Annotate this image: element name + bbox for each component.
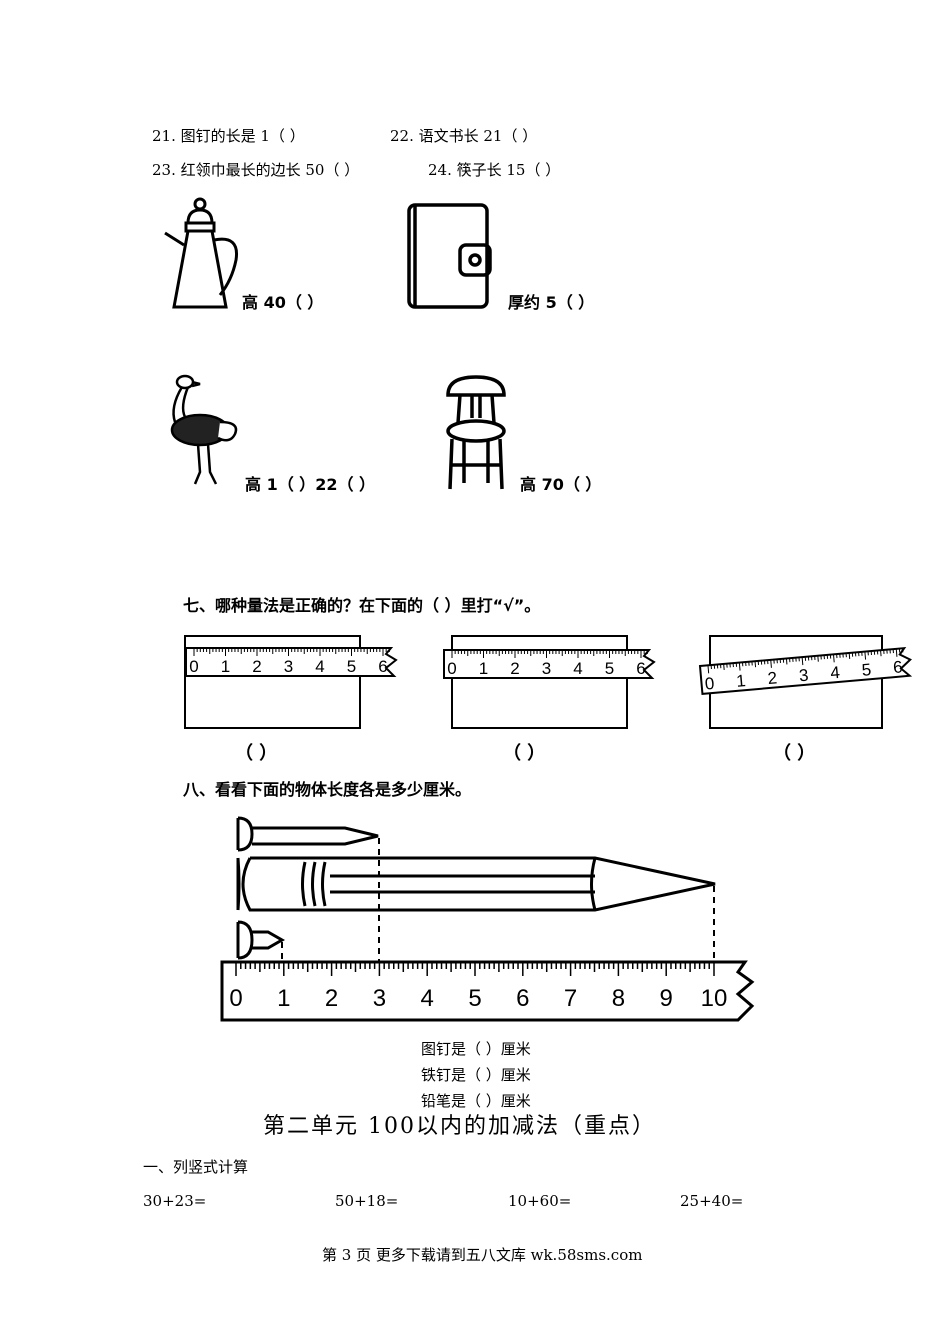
stool-illustration bbox=[446, 375, 506, 490]
book-label: 厚约 5（ ） bbox=[508, 293, 595, 312]
ruler-digit: 4 bbox=[573, 659, 582, 678]
pencil-answer: 铅笔是（ ）厘米 bbox=[421, 1092, 531, 1110]
book-illustration bbox=[407, 203, 492, 309]
ruler-figure-1: 0 1 2 3 4 5 6 bbox=[184, 635, 398, 729]
question-22: 22. 语文书长 21（ ） bbox=[390, 127, 538, 145]
ruler-digit: 3 bbox=[798, 666, 809, 686]
answer-paren-2: （ ） bbox=[503, 743, 546, 764]
ruler-digit: 0 bbox=[447, 659, 456, 678]
section-7-title: 七、哪种量法是正确的？在下面的（ ）里打“√”。 bbox=[183, 596, 541, 615]
ruler-digit: 4 bbox=[830, 663, 841, 683]
ruler-digit: 1 bbox=[479, 659, 488, 678]
ruler-digit: 7 bbox=[564, 985, 577, 1012]
ruler-digit: 6 bbox=[378, 657, 387, 676]
thumbtack-answer: 图钉是（ ）厘米 bbox=[421, 1040, 531, 1058]
question-24: 24. 筷子长 15（ ） bbox=[428, 161, 561, 179]
length-ruler-figure: 0 1 2 3 4 5 6 7 8 9 10 bbox=[220, 816, 755, 1022]
equation-1: 30+23= bbox=[143, 1192, 207, 1210]
stool-label: 高 70（ ） bbox=[520, 475, 602, 494]
ruler-digit: 1 bbox=[277, 985, 290, 1012]
ruler-digit: 2 bbox=[252, 657, 261, 676]
ruler-digit: 5 bbox=[605, 659, 614, 678]
ruler: 0 1 2 3 4 5 6 bbox=[443, 649, 656, 679]
ruler-digit: 5 bbox=[861, 660, 872, 680]
ruler-digit: 5 bbox=[468, 985, 481, 1012]
ruler-digit: 1 bbox=[221, 657, 230, 676]
ostrich-illustration bbox=[170, 374, 238, 485]
ruler-digit: 3 bbox=[373, 985, 386, 1012]
ruler-digit: 8 bbox=[612, 985, 625, 1012]
equation-2: 50+18= bbox=[335, 1192, 399, 1210]
ruler-digit: 1 bbox=[735, 671, 746, 691]
ruler-digit: 10 bbox=[701, 985, 728, 1012]
ruler-digit: 3 bbox=[284, 657, 293, 676]
ostrich-label: 高 1（ ）22（ ） bbox=[245, 475, 376, 494]
ruler-digit: 5 bbox=[347, 657, 356, 676]
ruler-figure-2: 0 1 2 3 4 5 6 bbox=[443, 635, 656, 729]
object-box bbox=[184, 635, 361, 729]
kettle-illustration bbox=[164, 197, 239, 309]
ruler-digit: 2 bbox=[325, 985, 338, 1012]
ruler-digit: 0 bbox=[189, 657, 198, 676]
kettle-label: 高 40（ ） bbox=[242, 293, 324, 312]
question-21: 21. 图钉的长是 1（ ） bbox=[152, 127, 305, 145]
ruler: 0 1 2 3 4 5 6 bbox=[185, 647, 398, 677]
unit-title: 第二单元 100以内的加减法（重点） bbox=[263, 1114, 656, 1139]
subsection-title: 一、列竖式计算 bbox=[143, 1158, 249, 1176]
object-box bbox=[451, 635, 628, 729]
ruler-digit: 2 bbox=[767, 668, 778, 688]
ruler-digit: 9 bbox=[660, 985, 673, 1012]
answer-paren-1: （ ） bbox=[235, 743, 278, 764]
ruler-digit: 2 bbox=[510, 659, 519, 678]
ruler-digit: 6 bbox=[892, 657, 903, 677]
nail-answer: 铁钉是（ ）厘米 bbox=[421, 1066, 531, 1084]
equation-4: 25+40= bbox=[680, 1192, 744, 1210]
ruler-digit: 4 bbox=[421, 985, 434, 1012]
ruler-digit: 6 bbox=[516, 985, 529, 1012]
equation-3: 10+60= bbox=[508, 1192, 572, 1210]
ruler-digit: 4 bbox=[315, 657, 324, 676]
ruler-digit: 3 bbox=[542, 659, 551, 678]
ruler-digit: 0 bbox=[229, 985, 242, 1012]
ruler-digit: 0 bbox=[704, 674, 715, 694]
page-footer: 第 3 页 更多下载请到五八文库 wk.58sms.com bbox=[322, 1246, 643, 1264]
ruler-digit: 6 bbox=[636, 659, 645, 678]
answer-paren-3: （ ） bbox=[773, 743, 816, 764]
question-23: 23. 红领巾最长的边长 50（ ） bbox=[152, 161, 360, 179]
section-8-title: 八、看看下面的物体长度各是多少厘米。 bbox=[183, 780, 472, 799]
